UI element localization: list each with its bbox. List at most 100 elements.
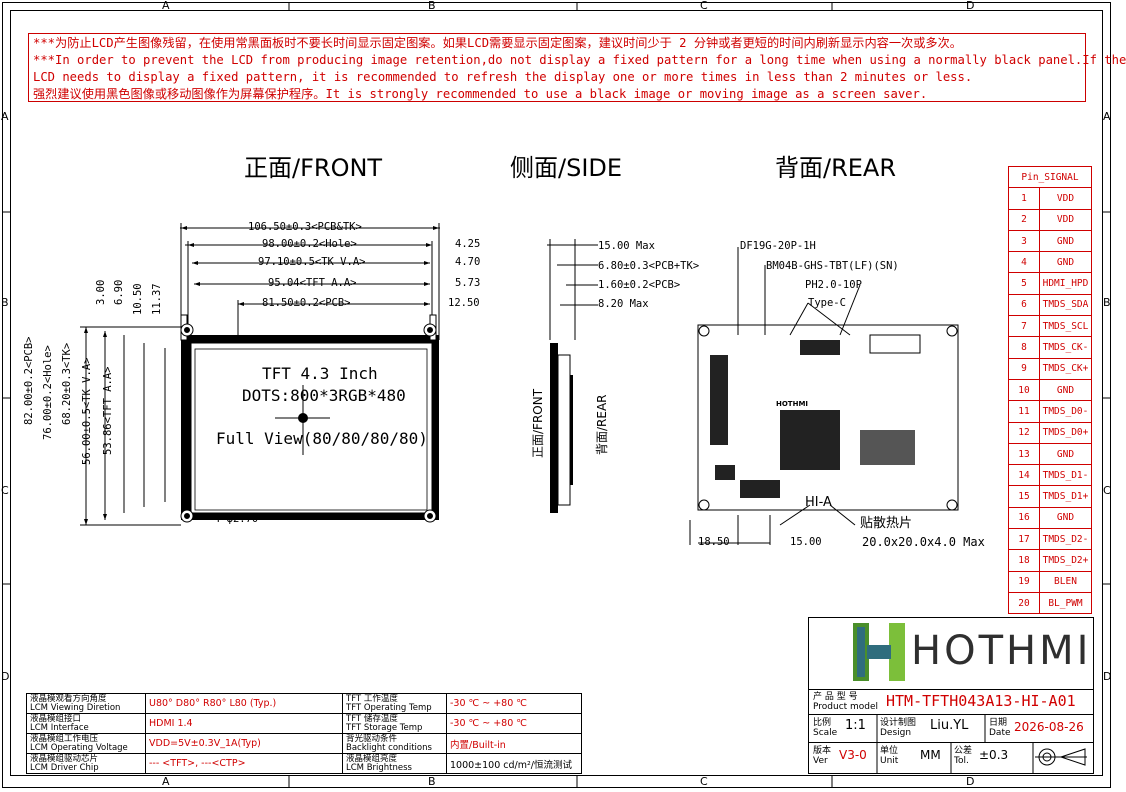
side-view-drawing xyxy=(547,239,598,513)
zone-col-b-top: B xyxy=(428,0,436,12)
pin-number: 15 xyxy=(1008,485,1040,508)
dim-hole-height: 76.00±0.2<Hole> xyxy=(42,345,54,440)
side-view-title: 侧面/SIDE xyxy=(510,154,623,182)
unit-label-cn: 单位 xyxy=(880,746,899,756)
scale-label-cn: 比例 xyxy=(813,718,832,728)
rear-heatsink-size: 20.0x20.0x4.0 Max xyxy=(862,535,985,549)
company-logo-icon xyxy=(853,623,905,681)
spec-viewing-value: U80° D80° R80° L80 (Typ.) xyxy=(145,693,343,714)
design-value: Liu.YL xyxy=(930,718,969,733)
dim-pcb-height: 82.00±0.2<PCB> xyxy=(23,336,35,425)
zone-row-d-right: D xyxy=(1103,670,1112,683)
zone-row-d-left: D xyxy=(1,670,10,683)
rear-view-title: 背面/REAR xyxy=(775,154,897,182)
pin-number: 11 xyxy=(1008,400,1040,423)
design-label-cn: 设计制图 xyxy=(880,718,917,728)
outer-frame xyxy=(2,2,1111,788)
scale-value: 1:1 xyxy=(845,718,866,733)
zone-row-b-right: B xyxy=(1103,296,1111,309)
notice-line-3: LCD needs to display a fixed pattern, it… xyxy=(33,70,973,84)
pin-signal: TMDS_D2+ xyxy=(1039,549,1092,572)
screen-size-label: TFT 4.3 Inch xyxy=(262,364,378,383)
pin-number: 4 xyxy=(1008,251,1040,274)
rear-connector-ph2: PH2.0-10P xyxy=(805,279,862,291)
spec-brightness-value: 1000±100 cd/m²/恒流测试 xyxy=(446,753,582,774)
pin-signal: TMDS_CK+ xyxy=(1039,357,1092,380)
spec-backlight-value: 内置/Built-in xyxy=(446,733,582,754)
dim-tft-aa-width: 95.04<TFT A.A> xyxy=(268,277,357,289)
pin-number: 20 xyxy=(1008,591,1040,615)
dim-right-5-73: 5.73 xyxy=(455,277,481,289)
pin-signal: VDD xyxy=(1039,208,1092,231)
notice-line-2: ***In order to prevent the LCD from prod… xyxy=(33,53,1126,67)
rear-dim-18-50: 18.50 xyxy=(698,536,730,548)
spec-voltage-value: VDD=5V±0.3V_1A(Typ) xyxy=(145,733,343,754)
pin-signal: TMDS_SCL xyxy=(1039,315,1092,338)
pin-signal: GND xyxy=(1039,378,1092,402)
front-view-title: 正面/FRONT xyxy=(244,154,383,182)
rear-label-hia: HI-A xyxy=(805,495,832,510)
pin-table-header: Pin_SIGNAL xyxy=(1008,165,1092,189)
zone-col-d-bottom: D xyxy=(966,775,975,788)
dim-top-10-50: 10.50 xyxy=(132,283,144,315)
pin-number: 12 xyxy=(1008,421,1040,444)
rear-dim-15-00: 15.00 xyxy=(790,536,822,548)
pin-signal: BLEN xyxy=(1039,570,1092,593)
drawing-frame xyxy=(10,10,1103,776)
unit-label-en: Unit xyxy=(880,756,899,766)
dim-top-6-90: 6.90 xyxy=(113,279,125,305)
spec-driver-value: --- <TFT>, ---<CTP> xyxy=(145,753,343,774)
pin-number: 3 xyxy=(1008,229,1040,253)
scale-label-en: Scale xyxy=(813,728,838,738)
model-label-cn: 产 品 型 号 xyxy=(813,692,858,702)
pin-number: 2 xyxy=(1008,208,1040,231)
unit-value: MM xyxy=(920,748,941,762)
pin-signal: HDMI_HPD xyxy=(1039,272,1092,295)
pin-signal: GND xyxy=(1039,251,1092,274)
side-dim-pcb-tk: 6.80±0.3<PCB+TK> xyxy=(598,260,700,272)
dim-right-4-70: 4.70 xyxy=(455,256,481,268)
zone-col-a-bottom: A xyxy=(162,775,170,788)
dim-hole-diameter: 4-φ2.70 xyxy=(214,513,259,525)
pin-signal: VDD xyxy=(1039,187,1092,210)
zone-col-b-bottom: B xyxy=(428,775,436,788)
pin-number: 7 xyxy=(1008,315,1040,338)
pin-signal: TMDS_SDA xyxy=(1039,293,1092,317)
date-label-en: Date xyxy=(989,728,1011,738)
screen-view-label: Full View(80/80/80/80) xyxy=(216,429,428,448)
dim-hole-width: 98.00±0.2<Hole> xyxy=(262,238,357,250)
pin-signal: TMDS_D1- xyxy=(1039,464,1092,487)
notice-line-4: 强烈建议使用黑色图像或移动图像作为屏幕保护程序。It is strongly r… xyxy=(33,87,928,101)
dim-tft-aa-height: 53.86<TFT A.A> xyxy=(102,366,114,455)
pin-number: 6 xyxy=(1008,293,1040,317)
pin-number: 14 xyxy=(1008,464,1040,487)
tolerance-value: ±0.3 xyxy=(979,748,1009,762)
zone-row-b-left: B xyxy=(1,296,9,309)
dim-top-11-37: 11.37 xyxy=(151,283,163,315)
zone-row-a-left: A xyxy=(1,110,9,123)
version-value: V3-0 xyxy=(839,748,867,762)
image-retention-notice: ***为防止LCD产生图像残留，在使用常黑面板时不要长时间显示固定图案。如果LC… xyxy=(28,33,1126,102)
zone-col-a-top: A xyxy=(162,0,170,12)
tolerance-label-cn: 公差 xyxy=(954,746,973,756)
dim-tk-va-height: 56.00±0.5<TK V.A> xyxy=(81,357,93,465)
zone-row-c-right: C xyxy=(1103,484,1111,497)
date-value: 2026-08-26 xyxy=(1014,720,1084,734)
front-view-drawing xyxy=(80,223,440,526)
